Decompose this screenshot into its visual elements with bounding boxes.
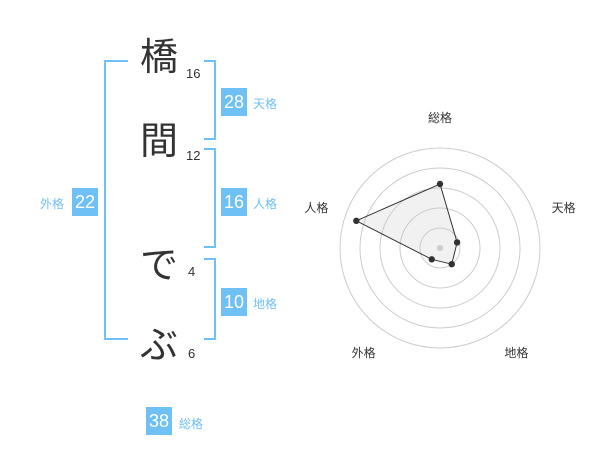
radar-label-3: 地格 [504, 345, 528, 360]
radar-point-5 [353, 217, 360, 225]
tenkaku-bracket [204, 60, 216, 140]
radar-point-2 [453, 239, 461, 246]
chikaku-bracket [204, 258, 216, 340]
jinkaku-label: 人格 [253, 197, 278, 211]
jinkaku-value: 16 [221, 188, 248, 216]
stroke-count-4: 6 [188, 346, 196, 361]
radar-series [353, 180, 461, 268]
name-char-4: ぶ [140, 323, 179, 367]
radar-ring-1 [419, 227, 461, 269]
radar-ring-2 [399, 207, 481, 289]
chikaku-value: 10 [221, 288, 248, 316]
radar-point-3 [448, 260, 455, 268]
name-char-1: 橋 [140, 35, 179, 79]
tenkaku-label: 天格 [253, 97, 278, 111]
radar-polygon [355, 183, 458, 265]
radar-ring-3 [379, 187, 501, 309]
gaikaku-value: 22 [72, 188, 99, 216]
radar-ring-4 [359, 167, 521, 329]
gaikaku-bracket [104, 60, 128, 340]
name-char-2: 間 [140, 119, 179, 163]
radar-point-4 [428, 256, 435, 263]
radar-label-4: 外格 [352, 345, 376, 360]
stroke-count-1: 16 [186, 66, 201, 81]
radar-center [437, 245, 443, 251]
tenkaku-value: 28 [221, 88, 248, 116]
radar-label-1: 総格 [428, 110, 452, 125]
gaikaku-label: 外格 [40, 197, 65, 211]
stroke-count-2: 12 [186, 148, 201, 163]
radar-ring-5 [339, 147, 541, 349]
radar-grid [339, 147, 541, 349]
stroke-count-3: 4 [188, 264, 196, 279]
soukaku-label: 総格 [179, 417, 204, 431]
radar-label-2: 天格 [552, 200, 576, 215]
radar-label-5: 人格 [304, 200, 328, 215]
jinkaku-bracket [204, 148, 216, 248]
radar-point-1 [436, 180, 444, 188]
name-char-3: で [140, 243, 179, 287]
chikaku-label: 地格 [253, 297, 278, 311]
soukaku-value: 38 [146, 407, 173, 435]
